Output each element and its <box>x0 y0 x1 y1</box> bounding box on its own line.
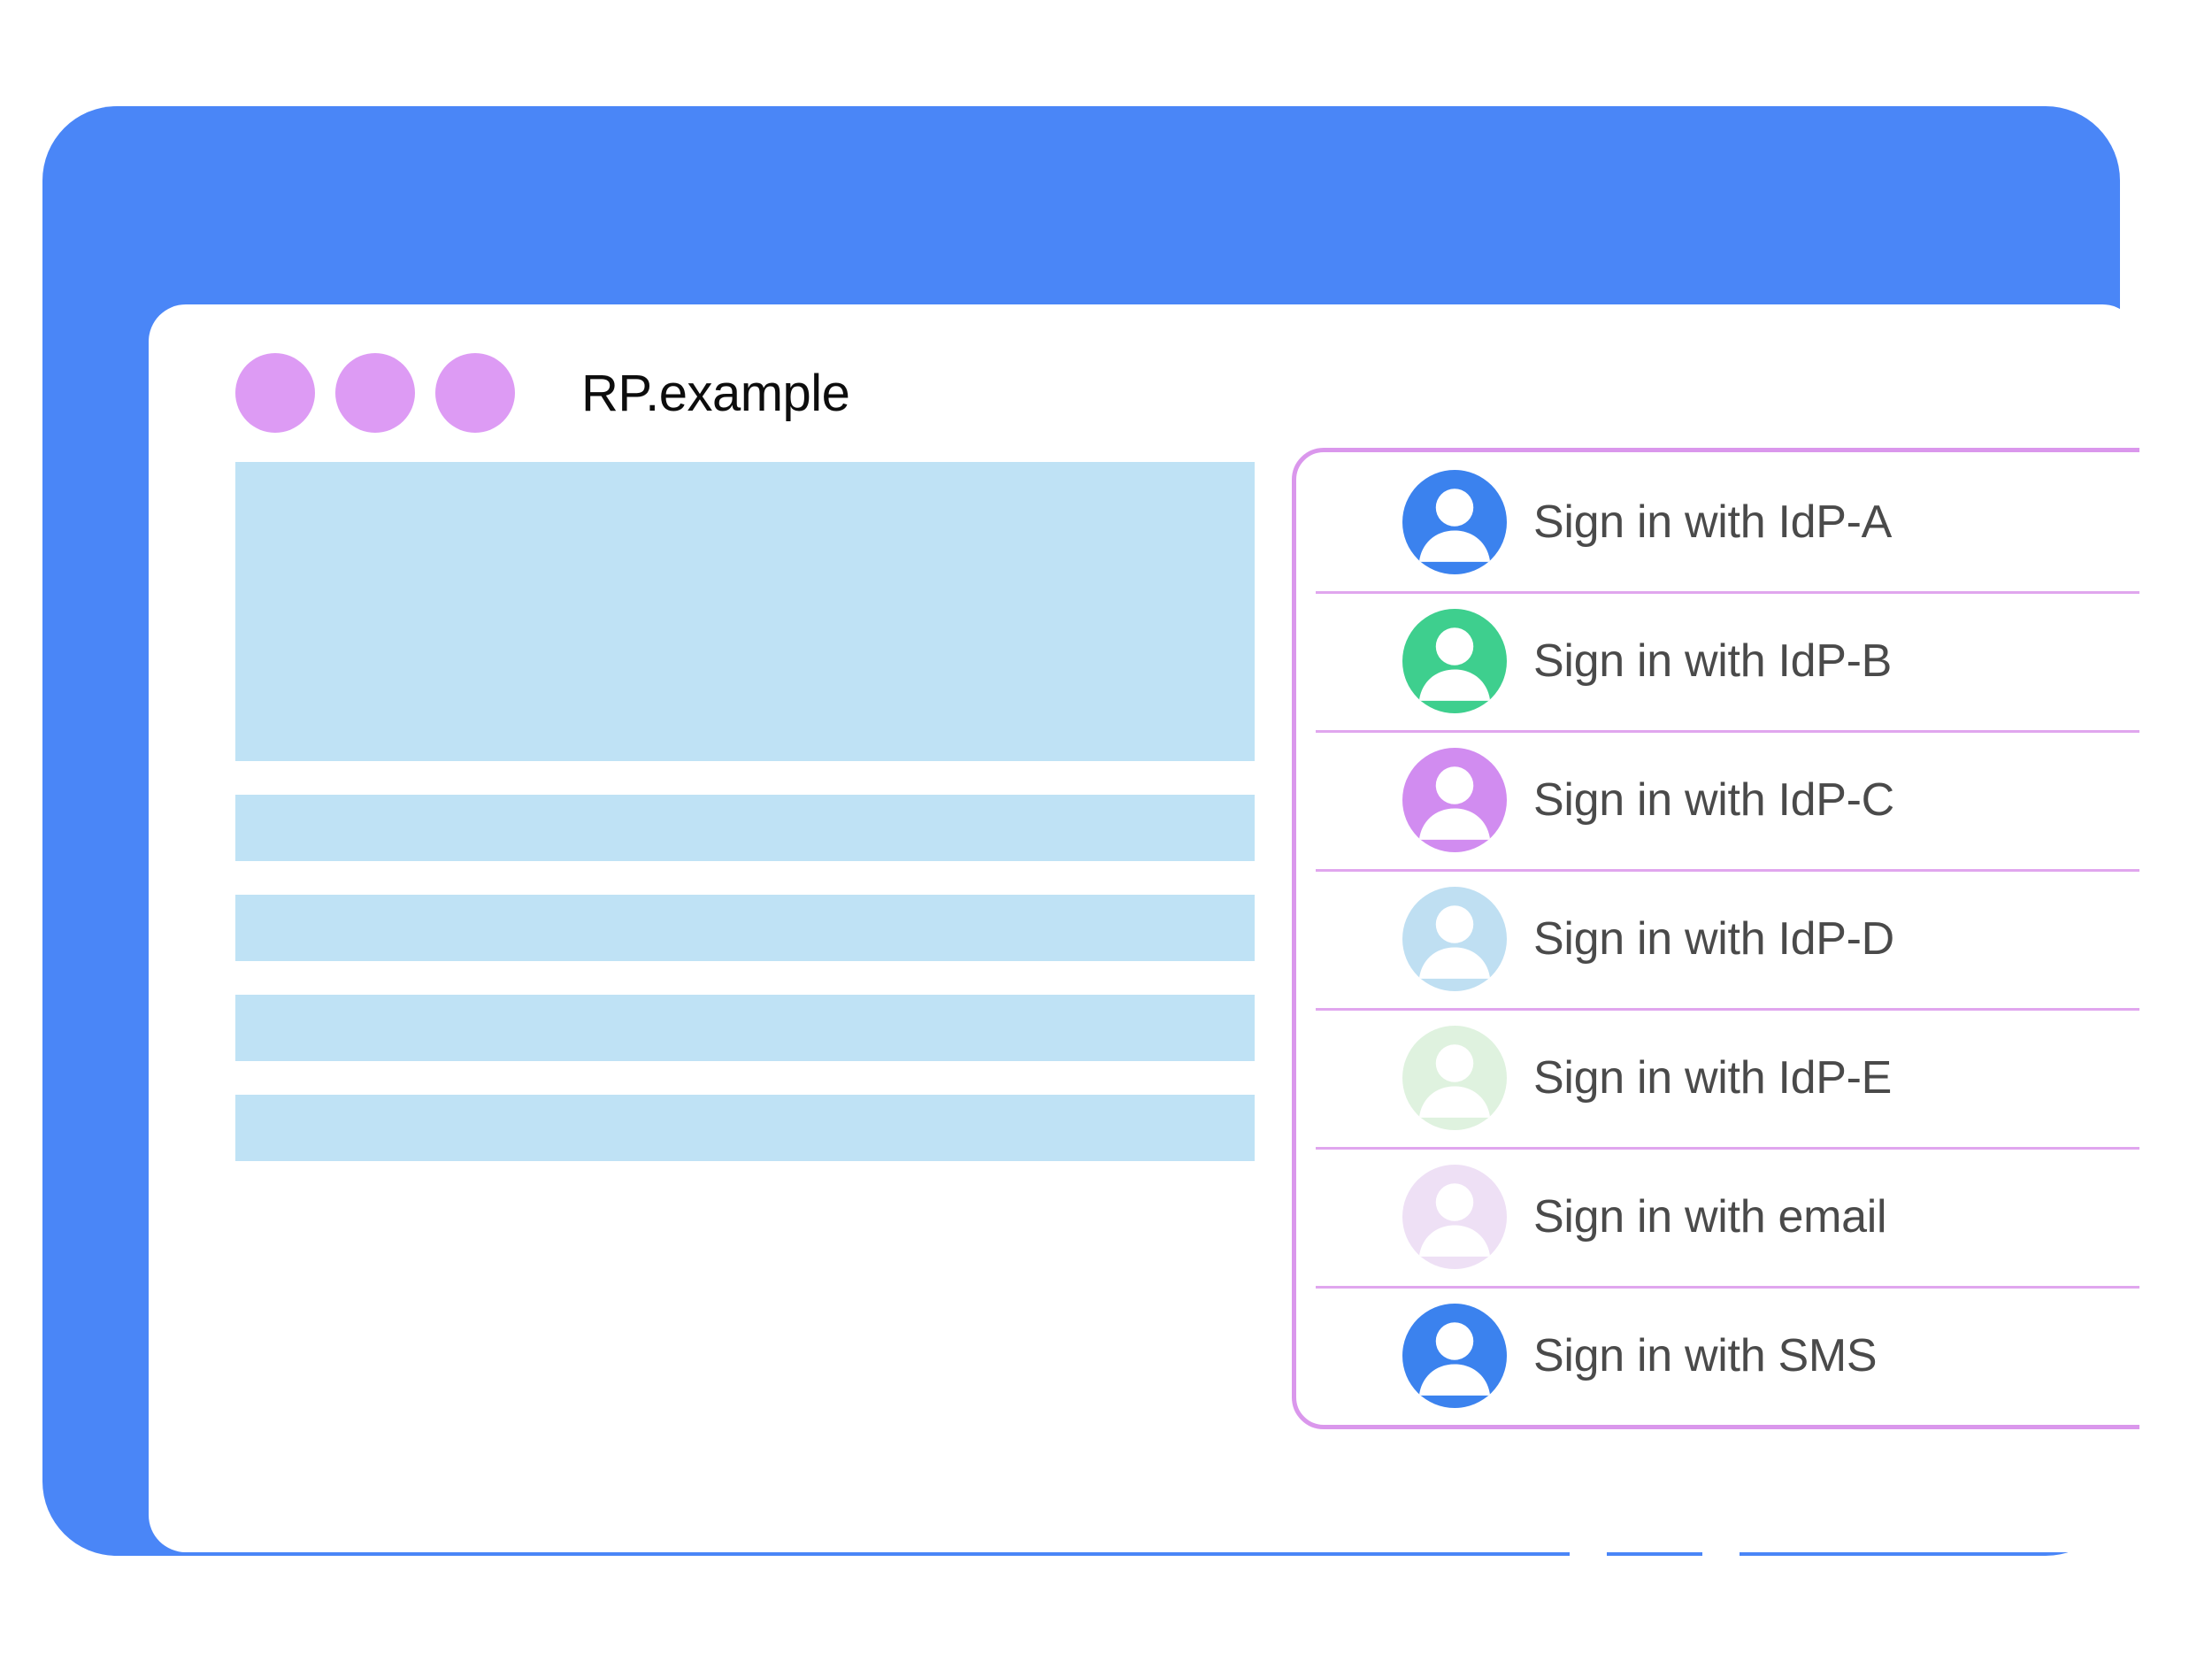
text-line-placeholder-3 <box>235 995 1255 1061</box>
person-avatar-icon <box>1402 747 1507 852</box>
page-content-placeholders <box>235 462 1255 1195</box>
window-dot-2[interactable] <box>335 353 415 433</box>
page-title: RP.example <box>581 364 850 422</box>
account-chooser-label: Sign in with IdP-B <box>1533 635 1893 687</box>
text-line-placeholder-2 <box>235 895 1255 961</box>
account-chooser-panel: Sign in with IdP-A Sign in with IdP-B Sign… <box>1292 448 2139 1429</box>
chin-gap-left <box>1570 1443 1607 1575</box>
person-avatar-icon <box>1402 1164 1507 1269</box>
account-chooser-row[interactable]: Sign in with IdP-C <box>1296 730 2139 869</box>
text-line-placeholder-1 <box>235 795 1255 861</box>
account-chooser-row[interactable]: Sign in with IdP-E <box>1296 1008 2139 1147</box>
person-avatar-icon <box>1402 608 1507 713</box>
account-chooser-row[interactable]: Sign in with IdP-B <box>1296 591 2139 730</box>
below-frame-mask <box>0 1556 2212 1662</box>
account-chooser-label: Sign in with IdP-D <box>1533 912 1894 965</box>
person-avatar-icon <box>1402 886 1507 991</box>
account-chooser-label: Sign in with IdP-E <box>1533 1051 1893 1104</box>
text-line-placeholder-4 <box>235 1095 1255 1161</box>
account-chooser-row[interactable]: Sign in with IdP-D <box>1296 869 2139 1008</box>
window-dot-3[interactable] <box>435 353 515 433</box>
account-chooser-row[interactable]: Sign in with email <box>1296 1147 2139 1286</box>
account-chooser-row[interactable]: Sign in with SMS <box>1296 1286 2139 1425</box>
account-chooser-row[interactable]: Sign in with IdP-A <box>1296 452 2139 591</box>
person-avatar-icon <box>1402 1303 1507 1408</box>
person-avatar-icon <box>1402 469 1507 574</box>
account-chooser-label: Sign in with IdP-C <box>1533 773 1894 826</box>
account-chooser-label: Sign in with email <box>1533 1190 1887 1243</box>
window-dot-1[interactable] <box>235 353 315 433</box>
window-titlebar: RP.example <box>149 304 2139 481</box>
hero-placeholder <box>235 462 1255 761</box>
account-chooser-label: Sign in with IdP-A <box>1533 496 1893 548</box>
chin-gap-right <box>1702 1443 1740 1575</box>
person-avatar-icon <box>1402 1025 1507 1130</box>
account-chooser-label: Sign in with SMS <box>1533 1329 1878 1381</box>
